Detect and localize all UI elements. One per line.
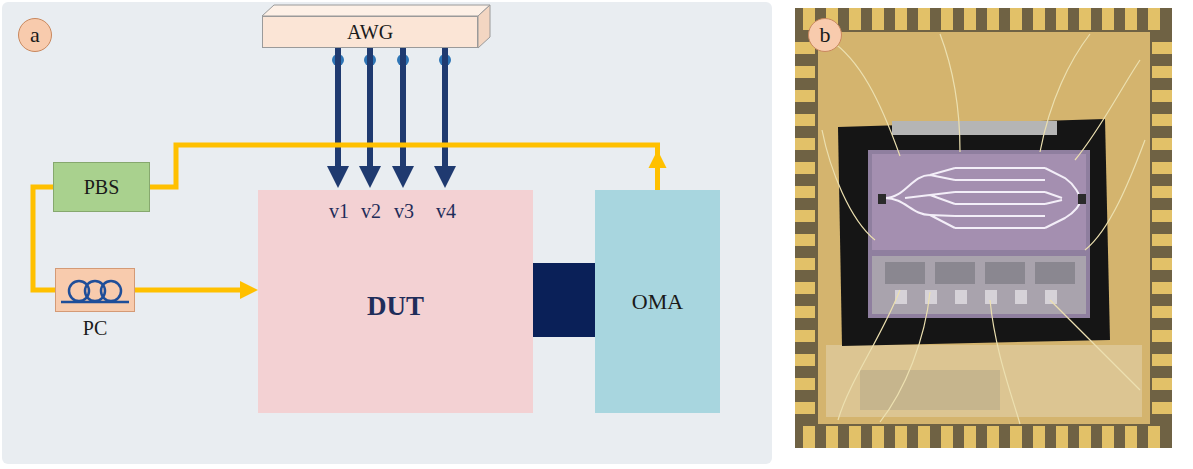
node-text: DUT (367, 291, 424, 322)
panel-ground (2, 2, 772, 464)
connector (135, 281, 258, 299)
node-text: PBS (84, 176, 120, 199)
signal-name: v3 (394, 200, 414, 223)
connector (33, 187, 55, 290)
connector (150, 145, 667, 190)
node-text: AWG (347, 21, 393, 44)
connector (434, 48, 456, 188)
device-box: v1 v2 v3 v4DUT (258, 190, 533, 413)
connector (359, 48, 381, 188)
analyzer-box: OMA (595, 190, 720, 413)
signal-name: v2 (361, 200, 381, 223)
instrument-box: AWG (262, 16, 478, 48)
panel-letter: b (808, 18, 842, 52)
chip-photo (795, 8, 1172, 448)
controller-box: PC (55, 268, 135, 312)
signal-name: v1 (329, 200, 349, 223)
connector (327, 48, 349, 188)
splitter-box: PBS (53, 162, 150, 212)
awg-top-face (262, 5, 490, 16)
node-text: OMA (632, 289, 683, 315)
awg-side-face (478, 5, 490, 48)
heading-text: PC (56, 317, 134, 340)
signal-name: v4 (436, 200, 456, 223)
connector (532, 300, 596, 301)
panel-letter: a (18, 18, 52, 52)
fiber-loops-icon (55, 269, 135, 313)
connector (392, 48, 414, 188)
